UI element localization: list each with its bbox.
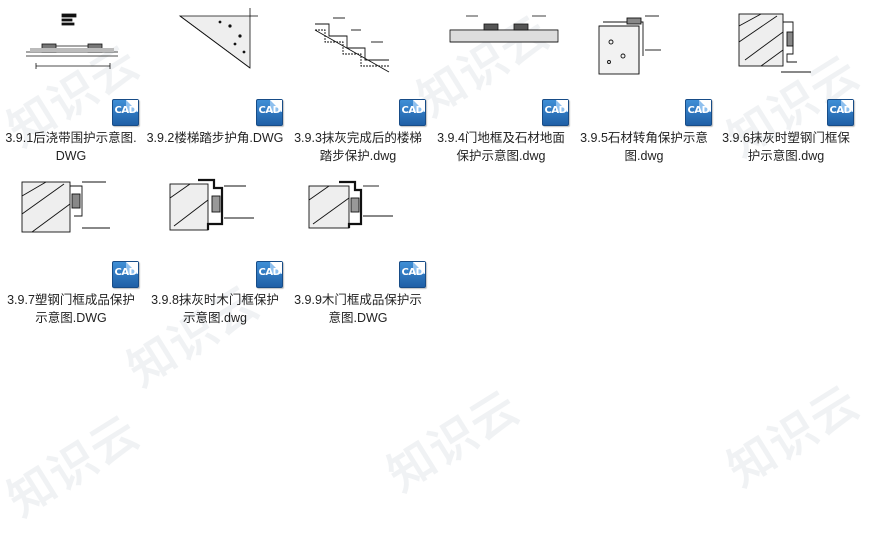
- file-item[interactable]: CAD 3.9.4门地框及石材地面保护示意图.dwg: [432, 2, 570, 163]
- file-name: 3.9.9木门框成品保护示意图.DWG: [294, 293, 422, 325]
- cad-file-icon: CAD: [399, 99, 426, 126]
- cad-thumbnail: [436, 6, 566, 76]
- file-name: 3.9.8抹灰时木门框保护示意图.dwg: [151, 293, 279, 325]
- cad-file-icon: CAD: [256, 261, 283, 288]
- file-name: 3.9.1后浇带围护示意图.DWG: [5, 131, 137, 163]
- file-name: 3.9.4门地框及石材地面保护示意图.dwg: [437, 131, 565, 163]
- file-name: 3.9.6抹灰时塑钢门框保护示意图.dwg: [722, 131, 850, 163]
- file-name: 3.9.3抹灰完成后的楼梯踏步保护.dwg: [294, 131, 422, 163]
- cad-thumbnail: [721, 6, 851, 76]
- cad-thumbnail: [6, 168, 136, 238]
- file-item[interactable]: CAD 3.9.6抹灰时塑钢门框保护示意图.dwg: [717, 2, 855, 163]
- cad-thumbnail: [6, 6, 136, 76]
- file-name: 3.9.7塑钢门框成品保护示意图.DWG: [7, 293, 135, 325]
- cad-thumbnail: [150, 6, 280, 76]
- file-name: 3.9.2楼梯踏步护角.DWG: [146, 131, 284, 145]
- file-item[interactable]: CAD 3.9.9木门框成品保护示意图.DWG: [289, 164, 427, 325]
- cad-file-icon: CAD: [112, 99, 139, 126]
- cad-file-icon: CAD: [399, 261, 426, 288]
- cad-file-icon: CAD: [256, 99, 283, 126]
- cad-file-icon: CAD: [542, 99, 569, 126]
- file-name: 3.9.5石材转角保护示意图.dwg: [580, 131, 708, 163]
- file-item[interactable]: CAD 3.9.7塑钢门框成品保护示意图.DWG: [2, 164, 140, 325]
- cad-thumbnail: [150, 168, 280, 238]
- cad-thumbnail: [293, 6, 423, 76]
- cad-file-icon: CAD: [112, 261, 139, 288]
- file-item[interactable]: CAD 3.9.8抹灰时木门框保护示意图.dwg: [146, 164, 284, 325]
- file-item[interactable]: CAD 3.9.3抹灰完成后的楼梯踏步保护.dwg: [289, 2, 427, 163]
- cad-file-icon: CAD: [827, 99, 854, 126]
- file-item[interactable]: CAD 3.9.1后浇带围护示意图.DWG: [2, 2, 140, 163]
- file-item[interactable]: CAD 3.9.5石材转角保护示意图.dwg: [575, 2, 713, 163]
- cad-file-icon: CAD: [685, 99, 712, 126]
- cad-thumbnail: [293, 168, 423, 238]
- file-item[interactable]: CAD 3.9.2楼梯踏步护角.DWG: [146, 2, 284, 152]
- cad-thumbnail: [579, 6, 709, 76]
